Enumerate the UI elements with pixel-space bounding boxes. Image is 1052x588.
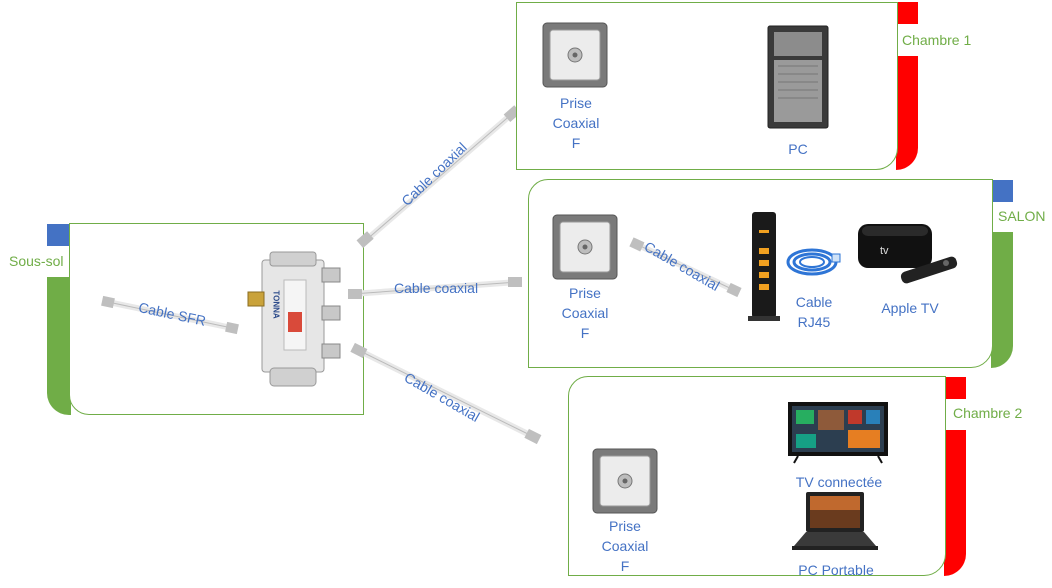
- salon-label: SALON: [998, 208, 1046, 224]
- salon-socket-icon: [552, 214, 618, 280]
- coax-top-cable-icon: [356, 105, 521, 248]
- basement-label: Sous-sol: [9, 253, 64, 269]
- router-icon: [748, 212, 780, 321]
- bedroom1-pc-label: PC: [788, 141, 808, 157]
- salon-blue-marker: [991, 180, 1013, 202]
- bedroom1-red-bar: [896, 56, 918, 170]
- bedroom2-socket-icon: [592, 448, 658, 514]
- smart-tv-icon: [788, 402, 888, 464]
- svg-text:tv: tv: [880, 245, 889, 257]
- bedroom1-socket-icon: [542, 22, 608, 88]
- rj45-label: Cable RJ45: [795, 294, 833, 330]
- apple-tv-icon: tv: [858, 224, 958, 284]
- coax-mid-cable-icon: [348, 277, 522, 299]
- salon-coax-cable-icon: [629, 237, 742, 298]
- bedroom1-red-marker: [896, 2, 918, 24]
- laptop-label: PC Portable: [798, 562, 874, 578]
- apple-tv-label: Apple TV: [881, 300, 939, 316]
- salon-socket-label: Prise Coaxial F: [561, 285, 609, 341]
- salon-green-bar: [991, 232, 1013, 368]
- basement-blue-marker: [47, 224, 69, 246]
- splitter-brand: TONNA: [271, 290, 281, 319]
- bedroom2-red-marker: [944, 377, 966, 399]
- basement-green-bar: [47, 277, 71, 415]
- coax-bottom-cable-icon: [350, 342, 542, 445]
- bedroom2-socket-label: Prise Coaxial F: [601, 518, 649, 574]
- splitter-icon: [247, 251, 341, 387]
- sfr-cable-icon: [101, 295, 239, 335]
- bedroom2-red-bar: [944, 430, 966, 576]
- rj45-cable-icon: [786, 248, 841, 276]
- pc-tower-icon: [767, 25, 829, 129]
- coax-mid-label: Cable coaxial: [394, 280, 479, 296]
- laptop-icon: [792, 492, 878, 550]
- bedroom1-label: Chambre 1: [902, 32, 972, 48]
- bedroom1-socket-label: Prise Coaxial F: [552, 95, 600, 151]
- smart-tv-label: TV connectée: [795, 474, 883, 490]
- bedroom2-label: Chambre 2: [953, 405, 1023, 421]
